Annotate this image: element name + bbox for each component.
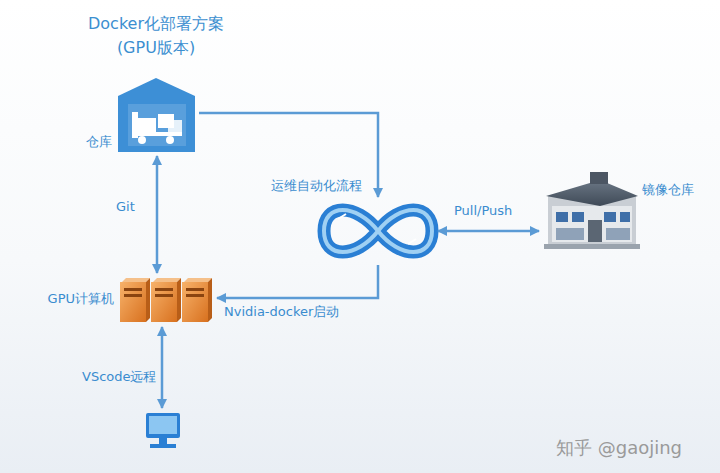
pc-icon	[146, 413, 180, 448]
building-icon	[544, 172, 640, 249]
connector-arrow	[161, 327, 164, 408]
node-label: 仓库	[86, 134, 112, 150]
server-icons	[120, 278, 212, 322]
node-label: GPU计算机	[48, 291, 114, 307]
edge-label: Nvidia-docker启动	[222, 304, 341, 320]
node-label: 运维自动化流程	[271, 178, 362, 194]
warehouse-node: 仓库	[118, 78, 196, 153]
connector-arrow	[156, 156, 159, 273]
node-label: 镜像仓库	[642, 182, 694, 198]
edge-label: Pull/Push	[452, 203, 514, 219]
pc-node	[145, 411, 181, 450]
watermark: 知乎 @gaojing	[556, 436, 682, 460]
gpu-computer-node: GPU计算机	[118, 276, 214, 324]
image-repo-node: 镜像仓库	[542, 172, 640, 250]
warehouse-icon	[118, 78, 195, 152]
edge-label: Git	[114, 199, 137, 215]
connector-arrow	[217, 265, 378, 298]
devops-loop-icon	[324, 210, 432, 252]
edge-label: VScode远程	[80, 369, 159, 385]
devops-node: 运维自动化流程	[321, 200, 435, 262]
diagram-title: Docker化部署方案 (GPU版本)	[78, 12, 234, 60]
connector-arrow	[199, 113, 378, 197]
connector-arrow	[438, 230, 539, 233]
